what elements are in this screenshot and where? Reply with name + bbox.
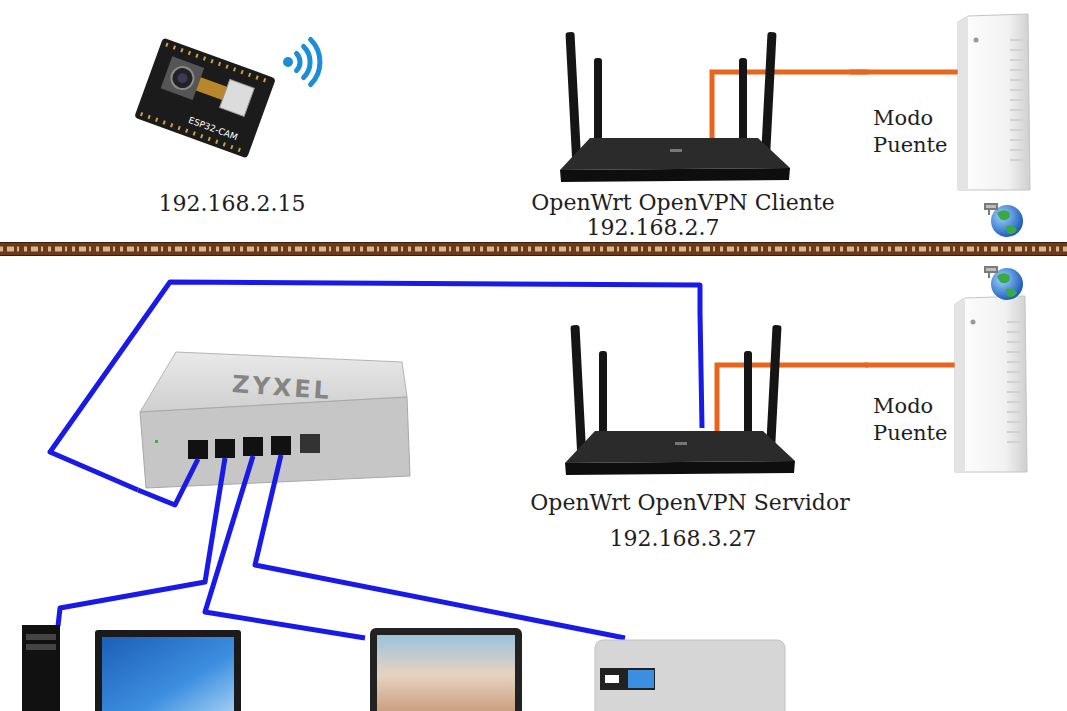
camera-lens: [176, 72, 189, 85]
lan-wire: [255, 455, 625, 638]
pc-bay: [26, 634, 56, 640]
gateway-sticker: [628, 670, 654, 688]
device-label: OpenWrt OpenVPN Cliente: [531, 190, 834, 216]
ip-label: 192.168.2.15: [159, 191, 306, 217]
laptop: [370, 628, 522, 711]
internet-globe: [985, 267, 1023, 300]
mode-label: Modo Puente: [873, 105, 955, 159]
modem-node: Modo Puente: [868, 258, 1035, 473]
divider-pattern: [0, 247, 1067, 252]
gateway-sticker: [605, 675, 619, 683]
sd-slot: [220, 79, 255, 116]
router-client: [560, 32, 790, 182]
divider-band: [0, 242, 1067, 256]
camera-lens: [168, 64, 196, 92]
camera-module: [161, 56, 205, 100]
modem-bottom: [955, 296, 1027, 472]
lan-wire: [138, 459, 198, 505]
wifi-symbol: [297, 39, 320, 84]
router-server: [565, 325, 795, 475]
board-pcb: [134, 38, 276, 159]
gateway-sticker: [600, 668, 655, 690]
board-label: ESP32-CAM: [187, 115, 239, 143]
ip-label: 192.168.3.27: [610, 526, 757, 552]
board-pins: [141, 114, 244, 152]
lan-wire: [205, 456, 365, 638]
ip-label: 192.168.2.7: [587, 215, 720, 241]
cable-connector: [50, 282, 700, 490]
modem-node: Modo Puente: [868, 12, 1035, 194]
switch-port: [188, 440, 208, 459]
switch-port: [243, 437, 263, 456]
wifi-symbol: [283, 57, 293, 67]
switch-port: [271, 436, 291, 455]
switch-port: [300, 434, 320, 453]
lan-wire: [58, 458, 225, 626]
monitor: [95, 630, 241, 711]
laptop-screen: [377, 635, 515, 711]
esp32-device: ESP32-CAM 192.168.2.15: [130, 20, 330, 220]
divider-edge: [0, 242, 1067, 243]
divider-edge: [0, 255, 1067, 256]
gateway-box: [595, 640, 785, 711]
mode-label: Modo Puente: [873, 393, 955, 447]
cable-connector: [865, 363, 868, 368]
switch-port: [215, 439, 235, 458]
cable-connector: [850, 70, 868, 75]
router-node: OpenWrt OpenVPN Cliente192.168.2.7: [520, 28, 850, 244]
switch-led: [155, 440, 158, 443]
pc-tower: [22, 625, 60, 711]
esp32-board: [134, 38, 276, 159]
lan-wire: [700, 312, 702, 428]
monitor-screen: [102, 637, 234, 711]
brand-label: ZYXEL: [231, 370, 333, 406]
modem-top: [958, 14, 1030, 190]
device-label: OpenWrt OpenVPN Servidor: [530, 490, 849, 516]
router-node: OpenWrt OpenVPN Servidor 192.168.3.27: [515, 312, 865, 557]
switch-node: ZYXEL: [138, 348, 413, 493]
internet-globe: [985, 204, 1023, 237]
pc-bay: [26, 644, 56, 650]
